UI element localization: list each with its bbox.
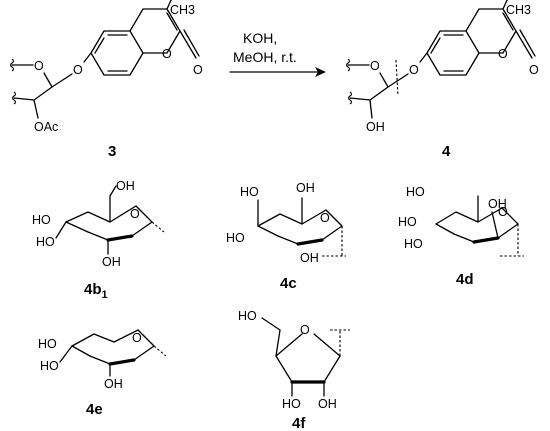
product-carbonyl-oxygen-label: O bbox=[529, 63, 539, 77]
carbonyl-oxygen-label: O bbox=[193, 63, 203, 77]
acetoxy-label: OAc bbox=[34, 120, 58, 134]
sugar-4f-label-ho-top: HO bbox=[238, 309, 257, 323]
reagent-line-1: KOH, bbox=[243, 30, 277, 46]
sugar-4d-caption: 4d bbox=[456, 271, 474, 288]
sugar-4c-label-ho-top: HO bbox=[240, 185, 259, 199]
sugar-4e-label-oh-bottom: OH bbox=[104, 377, 123, 391]
ring-oxygen-label: O bbox=[162, 47, 172, 61]
sugar-4b1-label-ho-mid: HO bbox=[36, 235, 55, 249]
reagent-line-2: MeOH, r.t. bbox=[233, 49, 297, 65]
sugar-4e-label-ho-mid: HO bbox=[40, 359, 59, 373]
sugar-4b1-label-oh-top: OH bbox=[116, 179, 135, 193]
sugar-4f-ring-oxygen: O bbox=[300, 323, 310, 337]
cleavage-line bbox=[395, 59, 399, 97]
sugar-4c-label-ho-left: HO bbox=[226, 231, 245, 245]
sugar-4b1-caption: 4b1 bbox=[84, 281, 108, 301]
aglycone-oxygen-label: O bbox=[73, 63, 83, 77]
sugar-4e-label-ho-left: HO bbox=[38, 337, 57, 351]
sugar-4d-label-ho-top: HO bbox=[406, 185, 425, 199]
sugar-4c: HO OH HO OH O 4c bbox=[226, 181, 346, 292]
hydroxyl-label: OH bbox=[366, 120, 385, 134]
sugar-4d-label-oh-top: OH bbox=[488, 197, 507, 211]
methyl-label: CH3 bbox=[170, 3, 195, 17]
sugar-4e: HO HO OH O 4e bbox=[38, 329, 167, 418]
sugar-4b1-label-oh-bottom: OH bbox=[102, 255, 121, 269]
product-methyl-label: CH3 bbox=[506, 3, 531, 17]
sugar-4b1: OH HO HO OH O 4b1 bbox=[32, 179, 165, 301]
sugar-4f-caption: 4f bbox=[292, 415, 306, 431]
sugar-4d-label-ho-left: HO bbox=[398, 215, 417, 229]
sugar-4e-caption: 4e bbox=[86, 401, 103, 418]
sugar-4d-label-ho-mid: HO bbox=[404, 237, 423, 251]
sugar-4c-label-oh-top: OH bbox=[296, 181, 315, 195]
product-ring-oxygen-label: O bbox=[498, 47, 508, 61]
sugar-4f-label-oh-bottom: OH bbox=[318, 397, 337, 411]
sugar-4f-label-ho-bottom: HO bbox=[282, 397, 301, 411]
sugar-4f: HO O HO OH 4f bbox=[238, 309, 350, 431]
product-caption: 4 bbox=[442, 143, 451, 160]
sugar-4c-label-oh-bottom: OH bbox=[300, 251, 319, 265]
reactant-caption: 3 bbox=[108, 143, 116, 160]
ether-oxygen-label: O bbox=[34, 59, 44, 73]
sugar-4c-ring-oxygen: O bbox=[320, 211, 330, 225]
sugar-4c-caption: 4c bbox=[280, 275, 297, 292]
reaction-arrow-group: KOH, MeOH, r.t. bbox=[229, 30, 326, 77]
sugar-4b1-label-ho-left: HO bbox=[32, 213, 51, 227]
product-aglycone-oxygen-label: O bbox=[409, 63, 419, 77]
sugar-4d-ring-oxygen: O bbox=[498, 205, 508, 219]
sugar-4b1-ring-oxygen: O bbox=[130, 207, 140, 221]
product-ether-oxygen-label: O bbox=[370, 59, 380, 73]
reactant-3: CH3 O O O O OAc 3 bbox=[9, 0, 203, 160]
product-4: CH3 O O O O OH 4 bbox=[345, 0, 539, 160]
sugar-4e-ring-oxygen: O bbox=[132, 331, 142, 345]
sugar-4d: HO OH HO HO O 4d bbox=[398, 185, 524, 288]
